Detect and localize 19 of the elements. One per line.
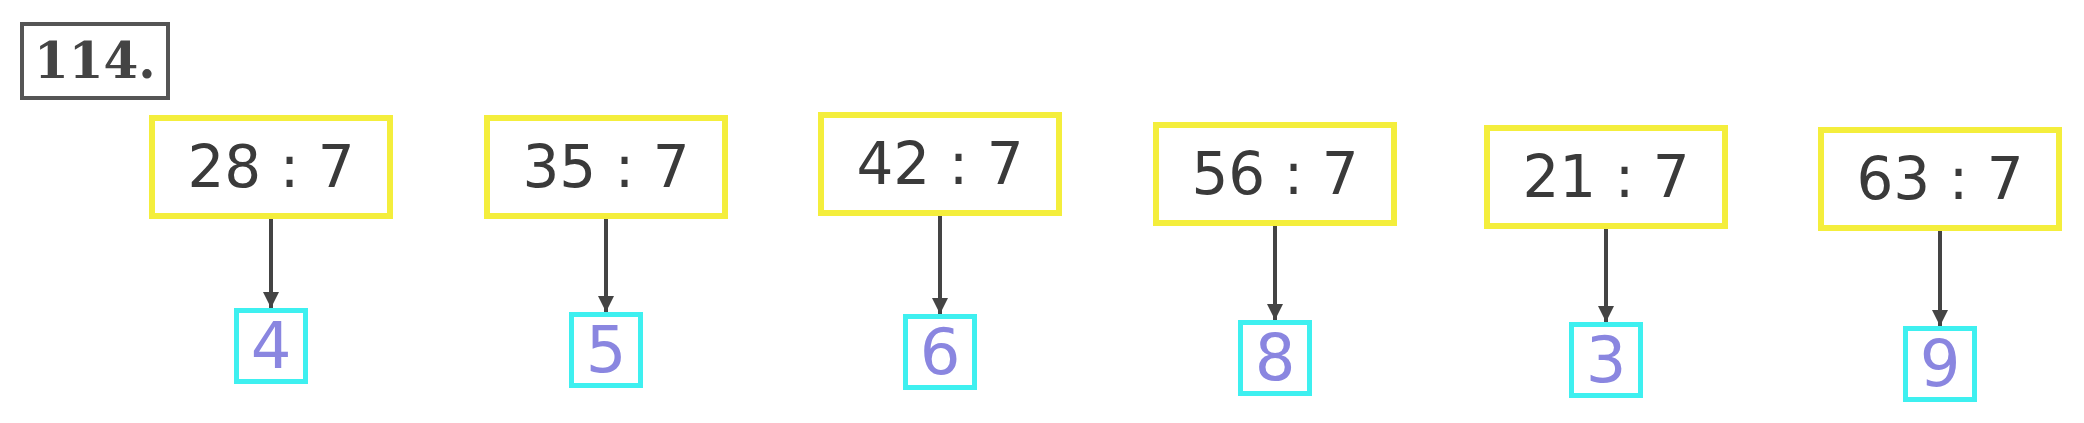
expression-box: 21 : 7 bbox=[1484, 125, 1728, 229]
arrow bbox=[932, 216, 948, 314]
arrow bbox=[598, 219, 614, 312]
arrow bbox=[263, 219, 279, 308]
expression-box: 42 : 7 bbox=[818, 112, 1062, 216]
answer-box: 3 bbox=[1569, 322, 1643, 398]
answer-box: 8 bbox=[1238, 320, 1312, 396]
task-number: 114. bbox=[20, 22, 170, 100]
answer-box: 4 bbox=[234, 308, 308, 384]
expression-box: 35 : 7 bbox=[484, 115, 728, 219]
arrow bbox=[1932, 231, 1948, 326]
answer-box: 6 bbox=[903, 314, 977, 390]
expression-box: 28 : 7 bbox=[149, 115, 393, 219]
answer-box: 5 bbox=[569, 312, 643, 388]
arrow bbox=[1267, 226, 1283, 320]
answer-box: 9 bbox=[1903, 326, 1977, 402]
expression-box: 56 : 7 bbox=[1153, 122, 1397, 226]
arrow bbox=[1598, 229, 1614, 322]
expression-box: 63 : 7 bbox=[1818, 127, 2062, 231]
